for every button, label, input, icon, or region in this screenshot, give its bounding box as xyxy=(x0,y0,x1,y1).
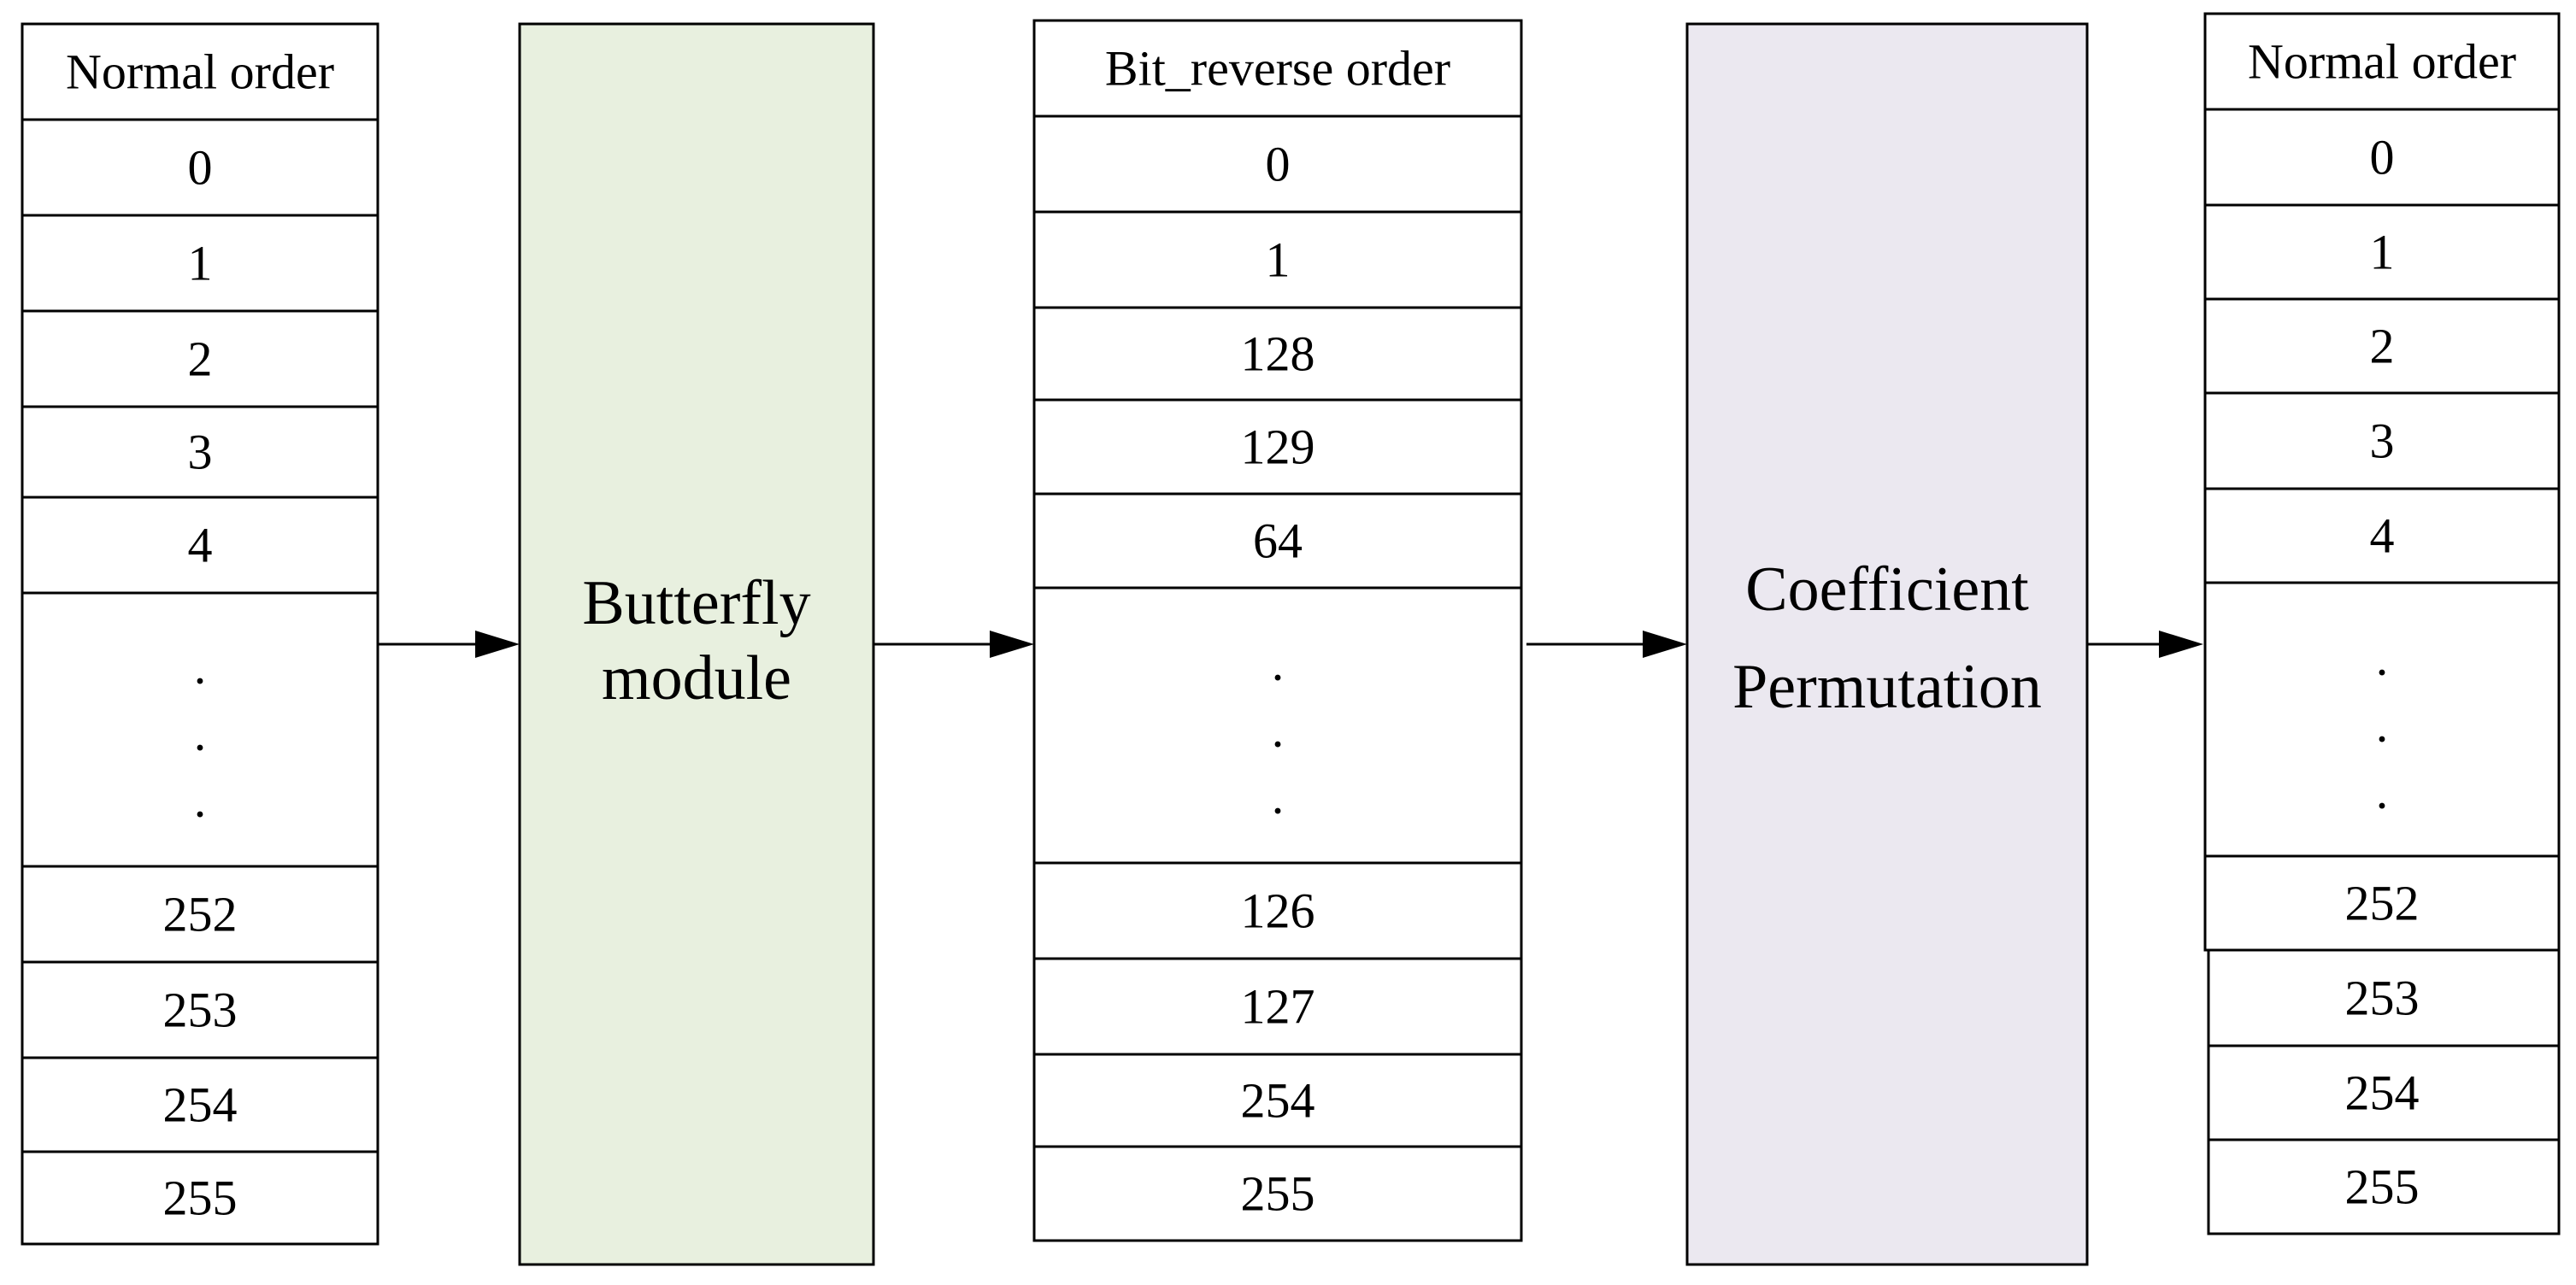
output-table-ellipsis-dot: . xyxy=(2376,764,2389,819)
permutation-module-label-line2: Permutation xyxy=(1732,652,2042,722)
output-table-header: Normal order xyxy=(2248,34,2516,90)
arrow-head-icon xyxy=(990,631,1034,658)
arrow-butterfly-to-bitrev xyxy=(873,631,1034,658)
input-table-value: 3 xyxy=(188,425,213,480)
output-table-value: 255 xyxy=(2345,1159,2420,1215)
bitrev-table-value: 254 xyxy=(1241,1073,1315,1129)
butterfly-module-label-line2: module xyxy=(602,643,791,713)
arrow-head-icon xyxy=(1643,631,1687,658)
permutation-module-box xyxy=(1685,22,2089,1266)
bitrev-table-value: 64 xyxy=(1253,513,1303,569)
output-table: Normal order 0 1 2 3 4 . . . 252 253 254… xyxy=(2203,12,2561,1235)
output-table-cell xyxy=(2207,948,2561,1047)
input-table-value: 1 xyxy=(188,236,213,291)
arrow-input-to-butterfly xyxy=(378,631,520,658)
output-table-value: 2 xyxy=(2370,319,2395,374)
butterfly-module: Butterfly module xyxy=(518,22,875,1266)
bitrev-table-cell xyxy=(1032,1145,1523,1242)
input-table-value: 255 xyxy=(163,1171,238,1226)
arrow-permutation-to-output xyxy=(2087,631,2203,658)
bitrev-table-cell xyxy=(1032,114,1523,214)
output-table-cell xyxy=(2207,1044,2561,1141)
arrow-head-icon xyxy=(2159,631,2203,658)
input-table-value: 4 xyxy=(188,518,213,573)
bitrev-table-value: 126 xyxy=(1241,883,1315,939)
input-table-ellipsis-dot: . xyxy=(194,639,207,695)
bitrev-table-value: 1 xyxy=(1266,232,1291,288)
input-table-cell xyxy=(21,1056,379,1153)
input-table-value: 0 xyxy=(188,140,213,196)
bitrev-table-cell xyxy=(1032,306,1523,402)
input-table-cell xyxy=(21,865,379,964)
bitrev-table-value: 0 xyxy=(1266,137,1291,192)
bitrev-table-value: 129 xyxy=(1241,420,1315,475)
input-table-cell xyxy=(21,496,379,595)
output-table-value: 254 xyxy=(2345,1065,2420,1121)
output-table-cell xyxy=(2203,391,2561,490)
output-table-cell xyxy=(2203,203,2561,301)
output-table-value: 1 xyxy=(2370,225,2395,280)
arrow-head-icon xyxy=(475,631,520,658)
bitrev-table-cell xyxy=(1032,1053,1523,1148)
butterfly-module-box xyxy=(518,22,875,1266)
output-table-value: 253 xyxy=(2345,971,2420,1026)
input-table-header: Normal order xyxy=(66,44,334,100)
input-table-cell xyxy=(21,309,379,408)
input-table-cell xyxy=(21,118,379,217)
bitrev-table-ellipsis-dot: . xyxy=(1272,636,1285,691)
output-table-ellipsis-dot: . xyxy=(2376,631,2389,686)
output-table-cell xyxy=(2207,1138,2561,1235)
permutation-module-label-line1: Coefficient xyxy=(1745,554,2029,625)
output-table-cell xyxy=(2203,854,2561,952)
input-table-value: 253 xyxy=(163,983,238,1038)
output-table-header-cell xyxy=(2203,12,2561,111)
input-table-ellipsis-dot: . xyxy=(194,706,207,761)
butterfly-module-label-line1: Butterfly xyxy=(582,568,810,638)
bitrev-table-value: 127 xyxy=(1241,979,1315,1035)
bitrev-table-cell xyxy=(1032,398,1523,496)
output-table-value: 4 xyxy=(2370,508,2395,564)
bitrev-table-cell xyxy=(1032,957,1523,1056)
input-table-value: 252 xyxy=(163,887,238,942)
input-table-value: 254 xyxy=(163,1077,238,1133)
input-table-cell xyxy=(21,1150,379,1246)
bitrev-table-ellipsis-dot: . xyxy=(1272,702,1285,758)
input-table-value: 2 xyxy=(188,332,213,387)
bitrev-table-ellipsis-dot: . xyxy=(1272,769,1285,824)
input-table-header-cell xyxy=(21,22,379,121)
bitrev-table-header: Bit_reverse order xyxy=(1105,41,1450,97)
permutation-module: Coefficient Permutation xyxy=(1685,22,2089,1266)
output-table-cell xyxy=(2203,297,2561,395)
bitrev-table-header-cell xyxy=(1032,19,1523,118)
bitrev-table-cell xyxy=(1032,861,1523,960)
bitrev-table-cell xyxy=(1032,210,1523,309)
bitrev-table-ellipsis-cell xyxy=(1032,586,1523,865)
input-table-cell xyxy=(21,214,379,313)
output-table-value: 0 xyxy=(2370,130,2395,185)
output-table-cell xyxy=(2203,487,2561,584)
output-table-value: 252 xyxy=(2345,876,2420,931)
bitrev-table-value: 255 xyxy=(1241,1166,1315,1222)
bitrev-table-value: 128 xyxy=(1241,326,1315,382)
output-table-ellipsis-dot: . xyxy=(2376,697,2389,753)
output-table-value: 3 xyxy=(2370,414,2395,469)
output-table-cell xyxy=(2203,108,2561,207)
bitrev-table: Bit_reverse order 0 1 128 129 64 . . . 1… xyxy=(1032,19,1523,1242)
input-table: Normal order 0 1 2 3 4 . . . 252 253 254… xyxy=(21,22,379,1246)
bitrev-table-cell xyxy=(1032,492,1523,590)
arrow-bitrev-to-permutation xyxy=(1526,631,1687,658)
input-table-ellipsis-dot: . xyxy=(194,772,207,828)
